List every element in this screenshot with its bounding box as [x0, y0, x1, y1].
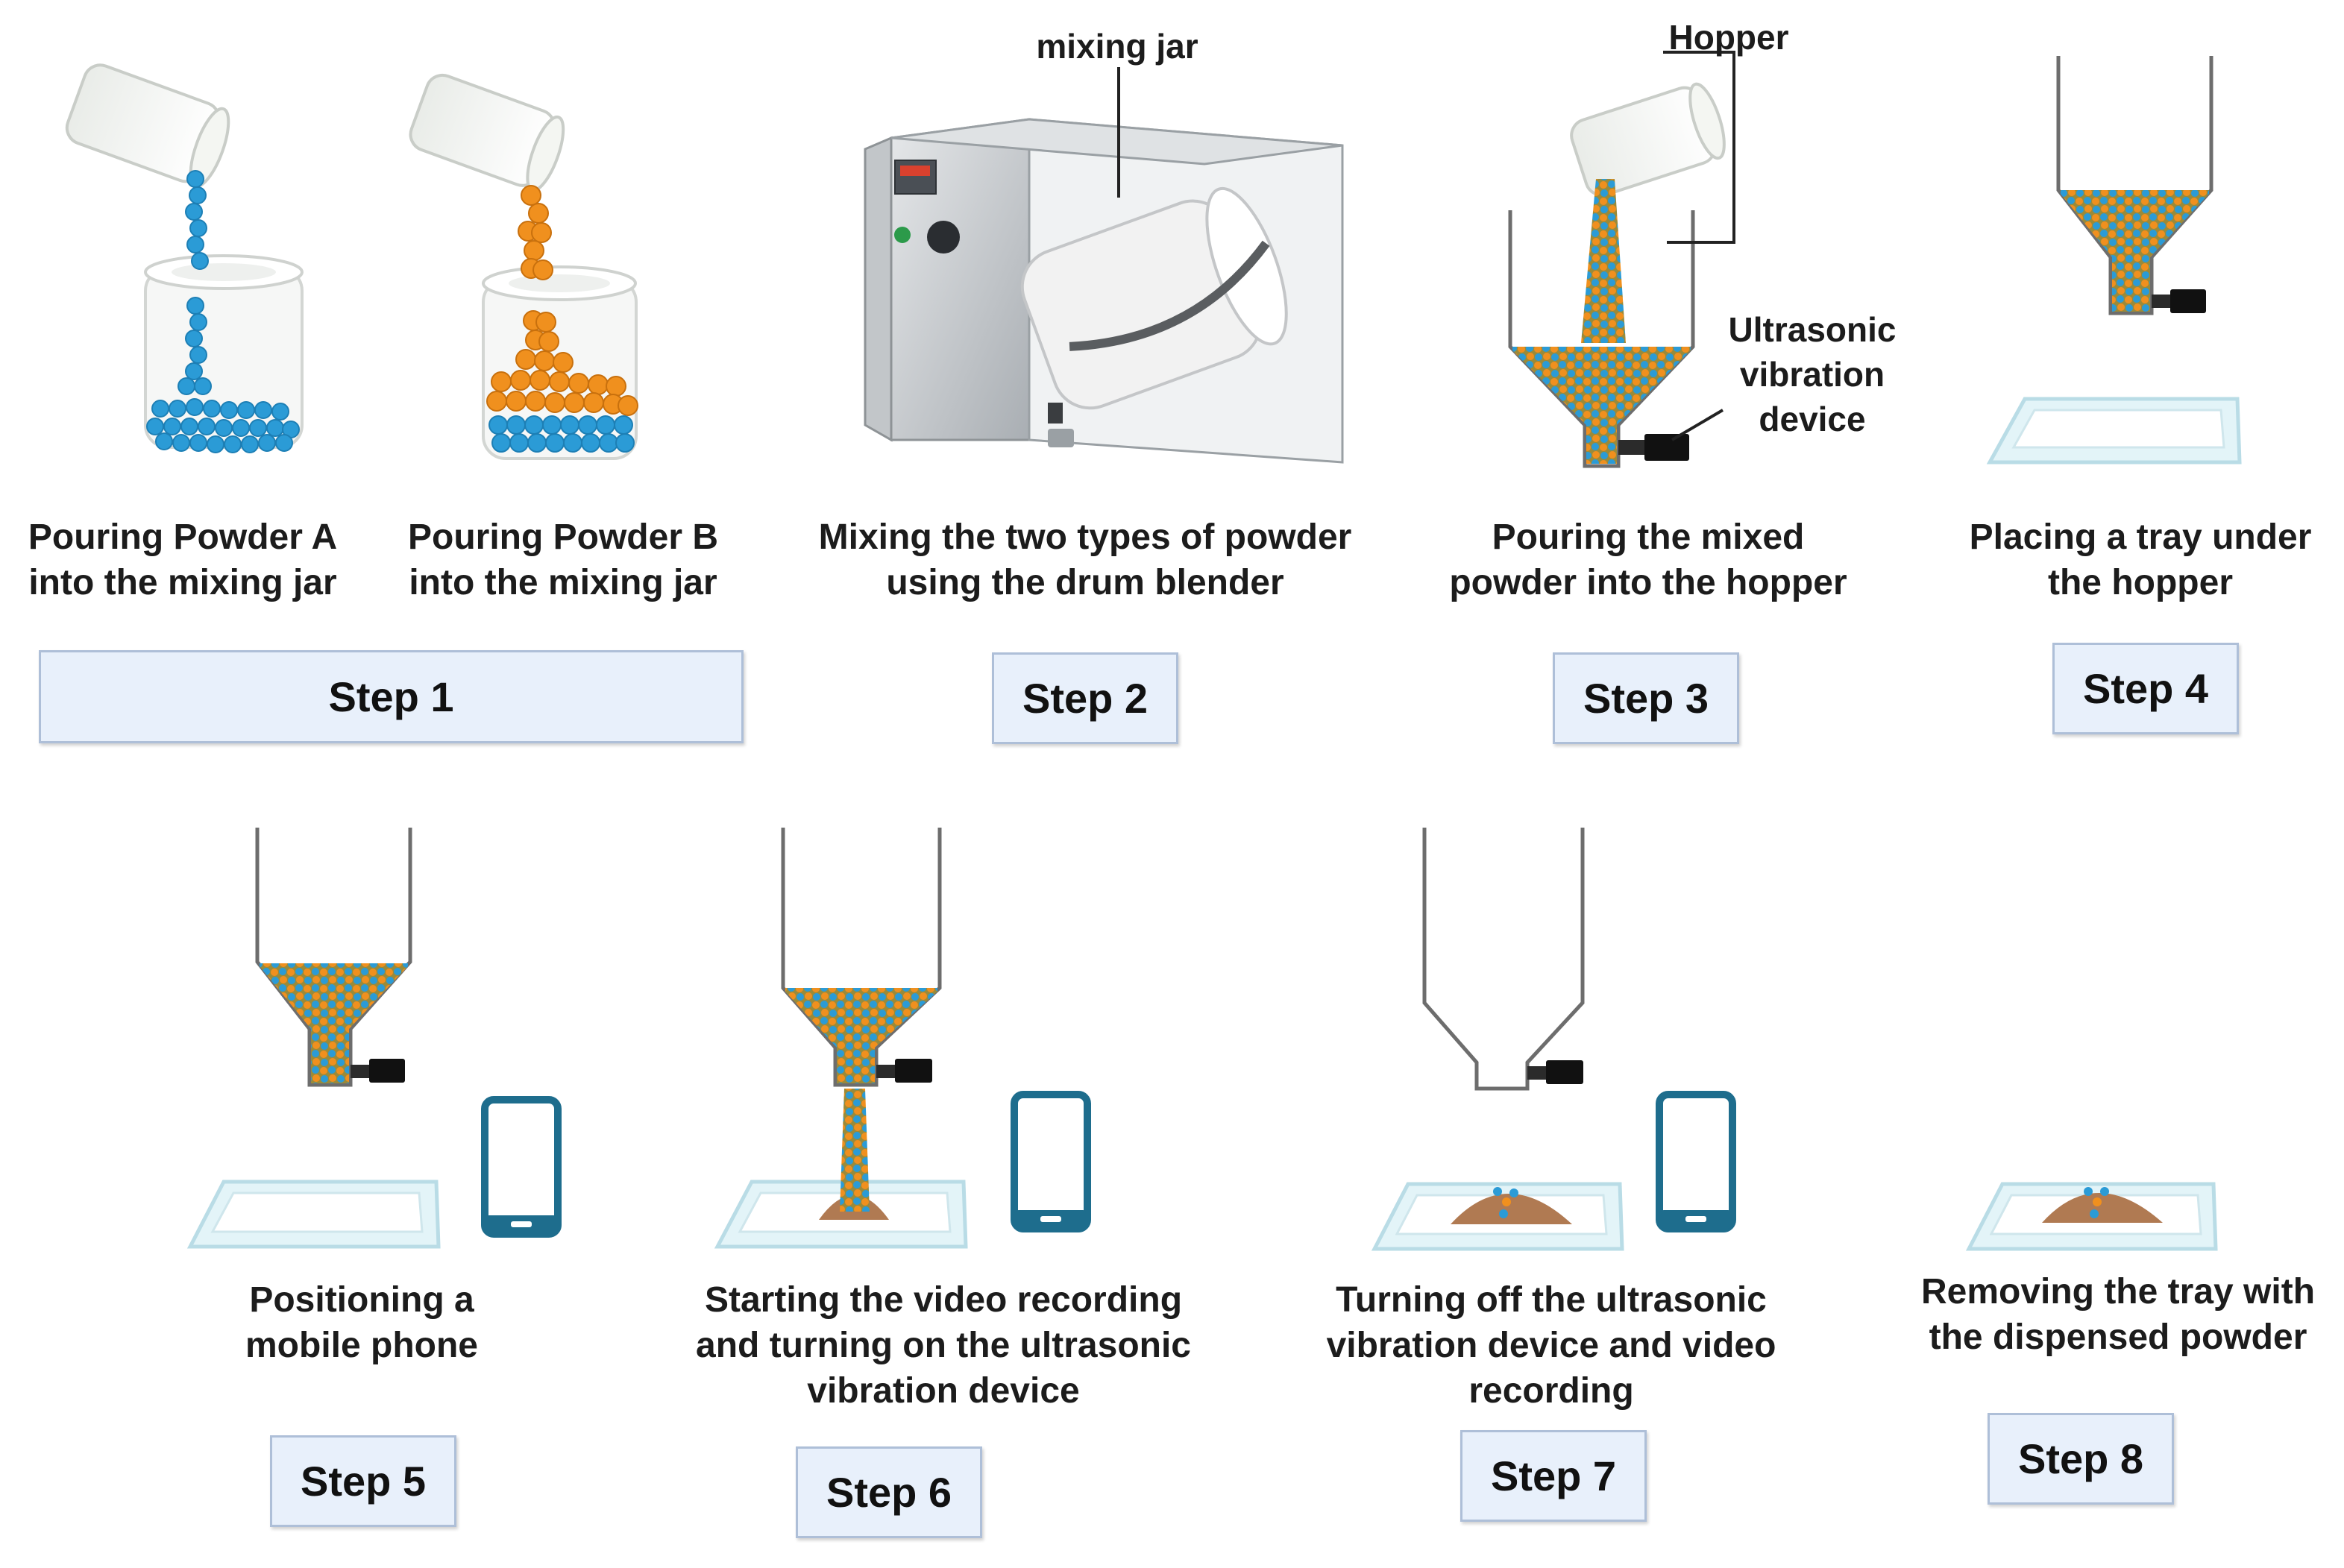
tray-icon [186, 1180, 441, 1249]
hopper-label: Hopper [1668, 18, 1789, 57]
stop-recording-illustration [1371, 828, 1736, 1251]
tray-icon [1986, 397, 2242, 465]
caption-tray-line-1: Placing a tray under [1969, 517, 2312, 557]
hopper-icon [2056, 56, 2213, 315]
ultrasonic-device-icon [1618, 434, 1689, 461]
drum-blender-icon [864, 67, 1344, 464]
step-4-box: Step 4 [2052, 643, 2239, 734]
caption-start-line-3: vibration device [807, 1371, 1080, 1411]
powder-a-layer [488, 415, 635, 453]
start-recording-illustration [714, 828, 1091, 1249]
caption-mix-line-2: using the drum blender [886, 563, 1284, 602]
ultrasonic-device-label: Ultrasonic vibration device [1708, 307, 1917, 441]
caption-remove-line-2: the dispensed powder [1929, 1317, 2307, 1357]
caption-phone: Positioning a mobile phone [179, 1277, 544, 1368]
caption-pour-b-line-1: Pouring Powder B [407, 517, 718, 557]
falling-mixed-powder [1581, 179, 1626, 343]
caption-start-line-2: and turning on the ultrasonic [696, 1326, 1191, 1365]
caption-pour-a: Pouring Powder A into the mixing jar [7, 514, 358, 605]
caption-pour-b: Pouring Powder B into the mixing jar [388, 514, 738, 605]
caption-pour-hopper-line-1: Pouring the mixed [1492, 517, 1805, 557]
caption-pour-b-line-2: into the mixing jar [409, 563, 717, 602]
step-8-box: Step 8 [1988, 1413, 2174, 1505]
step-2-box: Step 2 [992, 652, 1178, 744]
tray-under-hopper-illustration [1986, 56, 2242, 465]
step-7-box: Step 7 [1460, 1430, 1647, 1522]
ultrasonic-device-label-line-1: Ultrasonic [1728, 310, 1897, 349]
caption-pour-hopper-line-2: powder into the hopper [1449, 563, 1847, 602]
step-6-box: Step 6 [796, 1446, 982, 1538]
mixing-jar-drum [1020, 186, 1288, 410]
step-1-box: Step 1 [39, 650, 744, 743]
pour-a-illustration [65, 63, 304, 453]
mobile-phone-icon [1656, 1091, 1736, 1232]
caption-remove-line-1: Removing the tray with [1920, 1272, 2316, 1312]
caption-stop-line-3: recording [1468, 1371, 1634, 1411]
ultrasonic-device-label-line-2: vibration [1739, 355, 1885, 394]
powder-pile-icon [2042, 1193, 2163, 1223]
caption-phone-line-2: mobile phone [245, 1326, 478, 1365]
hopper-leader-line [1663, 51, 1735, 244]
falling-mixed-powder [840, 1089, 870, 1212]
pour-b-illustration [409, 73, 638, 460]
cup-icon [65, 63, 230, 188]
powder-a-particles [146, 170, 300, 453]
phone-position-illustration [186, 828, 562, 1249]
step-5-box: Step 5 [270, 1435, 456, 1527]
ultrasonic-device-label-line-3: device [1759, 400, 1866, 438]
caption-tray: Placing a tray under the hopper [1943, 514, 2338, 605]
caption-pour-a-line-1: Pouring Powder A [28, 517, 338, 557]
caption-phone-line-1: Positioning a [249, 1280, 474, 1320]
powder-b-particles [486, 185, 638, 416]
caption-start-line-1: Starting the video recording [704, 1280, 1183, 1320]
hopper-icon [1508, 210, 1695, 468]
mobile-phone-icon [1011, 1091, 1091, 1232]
ultrasonic-device-icon [351, 1059, 405, 1083]
caption-pour-a-line-2: into the mixing jar [28, 563, 337, 602]
hopper-icon [781, 828, 942, 1087]
caption-tray-line-2: the hopper [2048, 563, 2233, 602]
caption-remove: Removing the tray with the dispensed pow… [1894, 1269, 2342, 1360]
ultrasonic-device-icon [1527, 1060, 1583, 1084]
caption-start: Starting the video recording and turning… [664, 1277, 1223, 1414]
powder-pile-icon [1451, 1194, 1572, 1224]
ultrasonic-device-icon [2152, 289, 2206, 313]
mixing-jar-label: mixing jar [1036, 27, 1198, 66]
step-3-box: Step 3 [1553, 652, 1739, 744]
ultrasonic-device-icon [876, 1059, 932, 1083]
cup-icon [1570, 82, 1726, 197]
caption-stop-line-1: Turning off the ultrasonic [1336, 1280, 1767, 1320]
caption-mix: Mixing the two types of powder using the… [791, 514, 1380, 605]
hopper-icon [1422, 828, 1585, 1091]
caption-stop-line-2: vibration device and video [1326, 1326, 1776, 1365]
caption-stop: Turning off the ultrasonic vibration dev… [1298, 1277, 1805, 1414]
mobile-phone-icon [481, 1096, 562, 1238]
remove-tray-illustration [1965, 1182, 2218, 1251]
pour-hopper-illustration [1508, 51, 1735, 468]
cup-icon [409, 73, 565, 192]
caption-mix-line-1: Mixing the two types of powder [818, 517, 1352, 557]
hopper-icon [255, 828, 412, 1087]
device-leader-line [1671, 409, 1724, 441]
caption-pour-hopper: Pouring the mixed powder into the hopper [1424, 514, 1872, 605]
